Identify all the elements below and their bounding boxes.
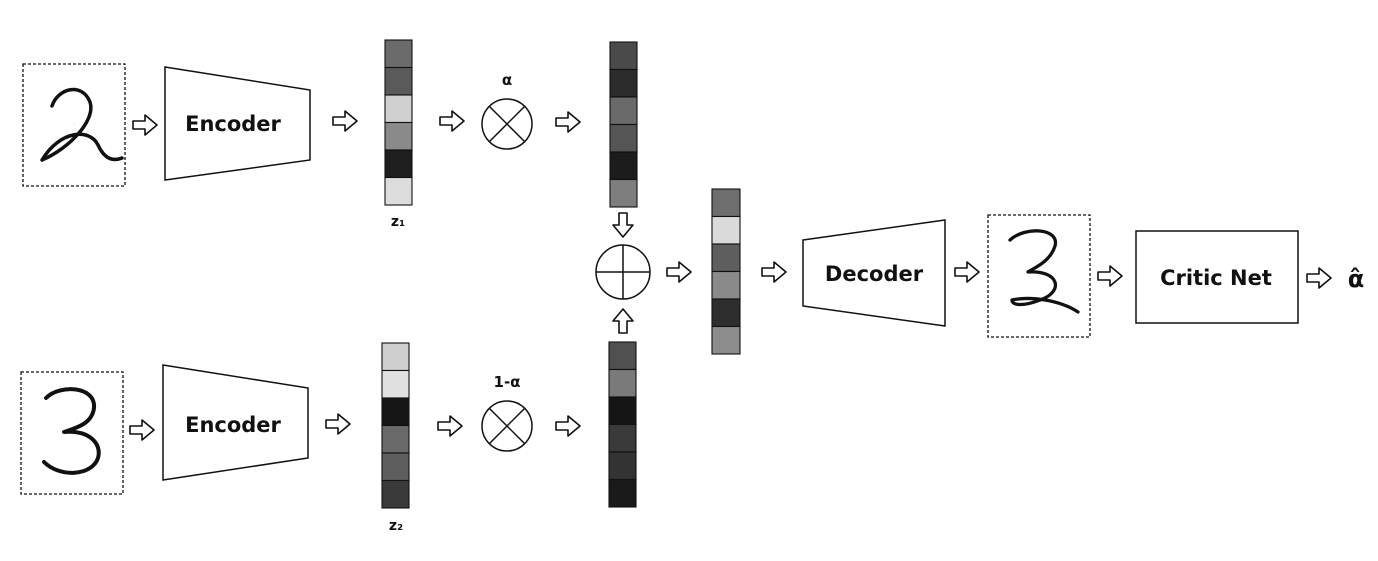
arrow-icon: [129, 419, 155, 441]
encoder-top: Encoder: [164, 66, 311, 181]
vector-cell: [384, 121, 413, 151]
latent-z2-label: z₂: [389, 518, 403, 534]
arrow-icon: [437, 415, 463, 437]
arrow-icon: [666, 261, 692, 283]
critic-net-label: Critic Net: [1160, 266, 1272, 290]
vector-cell: [608, 451, 637, 481]
add-icon: [595, 244, 651, 300]
arrow-icon: [555, 111, 581, 133]
vector-cell: [381, 452, 410, 482]
latent-vector-z1: [384, 39, 413, 206]
one-minus-alpha-label: 1-α: [494, 373, 521, 391]
vector-cell: [384, 94, 413, 124]
vector-cell: [609, 178, 638, 208]
vector-cell: [711, 215, 741, 245]
vector-cell: [384, 39, 413, 69]
output-image: 2: [987, 214, 1091, 338]
arrow-up-icon: [612, 308, 634, 334]
critic-net: Critic Net: [1135, 230, 1299, 324]
latent-vector-z2: [381, 342, 410, 509]
vector-cell: [381, 397, 410, 427]
vector-cell: [711, 188, 741, 218]
digit-3-stroke: [42, 387, 101, 475]
alpha-label: α: [502, 71, 512, 89]
vector-cell: [609, 68, 638, 98]
encoder-bottom: Encoder: [162, 364, 309, 481]
latent-vector-z1-scaled: [609, 41, 638, 208]
input-digit-bottom: 3: [72, 431, 73, 433]
input-digit-top: 2: [74, 123, 75, 125]
arrow-icon: [761, 261, 787, 283]
multiply-icon: [481, 98, 533, 150]
latent-z1-label: z₁: [391, 214, 405, 230]
arrow-icon: [954, 261, 980, 283]
vector-cell: [609, 151, 638, 181]
arrow-icon: [132, 114, 158, 136]
vector-cell: [711, 325, 741, 355]
encoder-bottom-label: Encoder: [185, 413, 281, 437]
vector-cell: [384, 176, 413, 206]
digit-2-stroke: [40, 87, 124, 162]
vector-cell: [381, 424, 410, 454]
encoder-top-label: Encoder: [185, 112, 281, 136]
arrow-icon: [1306, 267, 1332, 289]
vector-cell: [381, 479, 410, 509]
arrow-icon: [439, 110, 465, 132]
vector-cell: [608, 478, 637, 508]
vector-cell: [711, 270, 741, 300]
arrow-icon: [1097, 265, 1123, 287]
vector-cell: [609, 123, 638, 153]
output-digit: 2: [1039, 275, 1040, 277]
vector-cell: [608, 368, 637, 398]
latent-vector-z2-scaled: [608, 341, 637, 508]
arrow-down-icon: [612, 212, 634, 238]
vector-cell: [608, 396, 637, 426]
vector-cell: [711, 243, 741, 273]
vector-cell: [711, 298, 741, 328]
vector-cell: [608, 341, 637, 371]
multiply-icon: [481, 400, 533, 452]
input-image-top: 2: [22, 63, 126, 187]
digit-output-stroke: [1008, 229, 1080, 314]
input-image-bottom: 3: [20, 371, 124, 495]
vector-cell: [384, 149, 413, 179]
vector-cell: [381, 369, 410, 399]
decoder: Decoder: [802, 219, 946, 327]
arrow-icon: [555, 415, 581, 437]
arrow-icon: [332, 110, 358, 132]
vector-cell: [608, 423, 637, 453]
vector-cell: [381, 342, 410, 372]
alpha-hat-label: α̂: [1348, 265, 1365, 293]
latent-vector-mixed: [711, 188, 741, 355]
decoder-label: Decoder: [825, 262, 924, 286]
vector-cell: [384, 66, 413, 96]
vector-cell: [609, 41, 638, 71]
vector-cell: [609, 96, 638, 126]
arrow-icon: [325, 413, 351, 435]
